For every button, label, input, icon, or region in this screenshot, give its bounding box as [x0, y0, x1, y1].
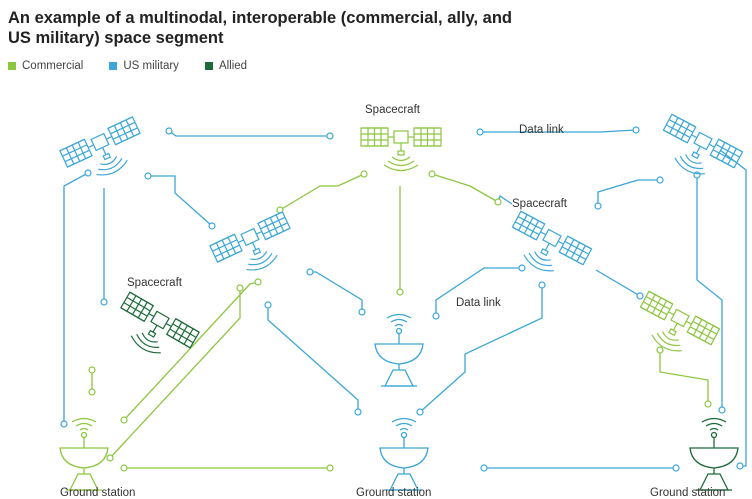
commercial-links	[91, 173, 709, 469]
ground-station-center-upper	[374, 313, 424, 387]
satellite-allied	[109, 292, 200, 369]
link-center-to-right-sat	[480, 129, 637, 133]
link-center-sat-to-mid-sat	[279, 173, 365, 211]
label-spacecraft-left: Spacecraft	[127, 277, 183, 289]
link-left-sat-to-left-ground	[63, 172, 89, 424]
legend-swatch-commercial	[8, 62, 16, 70]
ground-station-bottom-center	[379, 417, 429, 491]
data-links	[63, 129, 747, 469]
link-mid-sat-to-bottom-ground	[267, 305, 359, 412]
legend-item-allied: Allied	[204, 60, 248, 72]
label-spacecraft-right: Spacecraft	[512, 198, 568, 210]
link-right-mid-to-center-ground	[435, 267, 522, 316]
link-right-mid-to-bottom-ground	[419, 285, 543, 413]
legend: Commercial US military Allied	[8, 60, 247, 72]
link-left-sat-to-mid-sat	[148, 175, 213, 227]
label-ground-station-right: Ground station	[650, 487, 725, 499]
ground-station-bottom-left	[59, 417, 109, 491]
link-right-ground-to-right-sat	[719, 149, 747, 467]
label-ground-station-center: Ground station	[356, 487, 431, 499]
satellite-top-center	[361, 128, 441, 171]
legend-swatch-allied	[204, 62, 213, 70]
legend-label-allied: Allied	[218, 60, 248, 72]
link-right-sat2-to-ground	[659, 350, 709, 404]
diagram-title: An example of a multinodal, interoperabl…	[8, 8, 708, 48]
legend-label-commercial: Commercial	[22, 60, 84, 72]
link-right-mid-to-right-sat2	[595, 269, 641, 297]
satellite-middle-right	[501, 211, 592, 286]
link-left-sat-to-center-sat	[168, 130, 330, 137]
link-mid-sat-to-center-ground	[310, 271, 363, 310]
link-right-sat-to-right-mid-sat	[597, 179, 660, 206]
satellite-middle-left	[210, 212, 300, 284]
label-spacecraft-top: Spacecraft	[365, 104, 421, 116]
legend-swatch-us-military	[109, 62, 118, 70]
link-endpoints	[60, 126, 744, 472]
legend-label-us-military: US military	[123, 60, 179, 72]
ground-station-bottom-right	[689, 417, 739, 491]
title-line-2: US military) space segment	[8, 29, 224, 47]
us-military-links	[63, 129, 747, 469]
legend-item-commercial: Commercial	[8, 60, 83, 72]
link-mid-sat-to-left-ground	[109, 288, 241, 459]
legend-item-us-military: US military	[109, 60, 179, 72]
link-right-sat-down	[696, 175, 723, 410]
label-ground-station-left: Ground station	[60, 487, 135, 499]
satellite-top-left	[60, 117, 150, 189]
label-data-link-middle: Data link	[456, 297, 501, 309]
title-line-1: An example of a multinodal, interoperabl…	[8, 9, 512, 27]
label-data-link-top: Data link	[519, 124, 564, 136]
link-mid-sat-to-left-ground-2	[123, 281, 259, 421]
link-center-sat-to-right-mid	[431, 173, 499, 203]
satellite-lower-right	[629, 291, 720, 366]
